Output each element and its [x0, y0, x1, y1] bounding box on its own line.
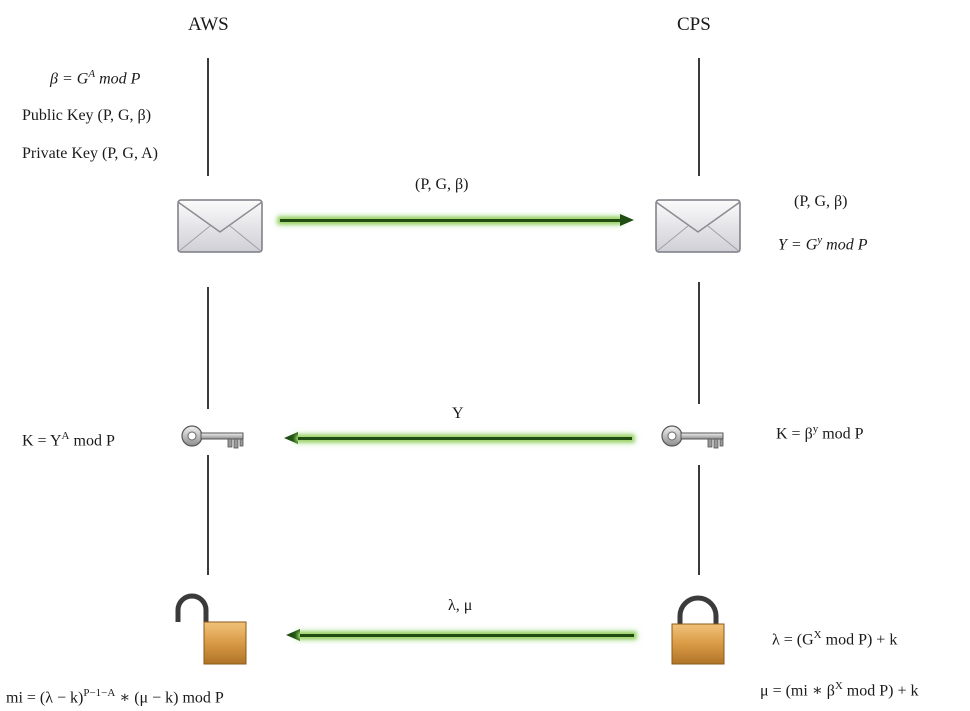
padlock-open-icon — [175, 593, 247, 665]
key-icon — [181, 425, 244, 449]
arrow-head-left — [286, 629, 300, 641]
message-arrow-3 — [300, 634, 634, 637]
mu-equation: μ = (mi ∗ βX mod P) + k — [760, 680, 919, 700]
key-icon — [661, 425, 724, 449]
lambda-equation: λ = (GX mod P) + k — [772, 629, 898, 649]
message-label-params: (P, G, β) — [415, 176, 469, 193]
padlock-closed-icon — [671, 595, 725, 665]
cps-lifeline-mid — [698, 282, 700, 404]
aws-lifeline-mid — [207, 287, 209, 409]
key-left-equation: K = YA mod P — [22, 430, 115, 450]
envelope-icon — [177, 199, 263, 253]
cps-lifeline-top — [698, 58, 700, 176]
party-aws-title: AWS — [188, 14, 229, 35]
aws-lifeline-top — [207, 58, 209, 176]
beta-equation: β = GA mod P — [50, 68, 141, 88]
cps-received-params: (P, G, β) — [794, 193, 848, 210]
message-arrow-2 — [298, 437, 632, 440]
cps-lifeline-low — [698, 465, 700, 575]
arrow-head-left — [284, 432, 298, 444]
aws-lifeline-low — [207, 455, 209, 575]
message-label-y: Y — [452, 405, 464, 422]
party-cps-title: CPS — [677, 14, 711, 35]
public-key-label: Public Key (P, G, β) — [22, 107, 152, 124]
arrow-head-right — [620, 214, 634, 226]
message-arrow-1 — [280, 219, 620, 222]
message-label-lambda-mu: λ, μ — [448, 597, 473, 614]
envelope-icon — [655, 199, 741, 253]
y-equation: Y = Gy mod P — [778, 234, 868, 254]
mi-equation: mi = (λ − k)P−1−A ∗ (μ − k) mod P — [6, 687, 224, 707]
key-right-equation: K = βy mod P — [776, 423, 864, 443]
private-key-label: Private Key (P, G, A) — [22, 145, 158, 162]
